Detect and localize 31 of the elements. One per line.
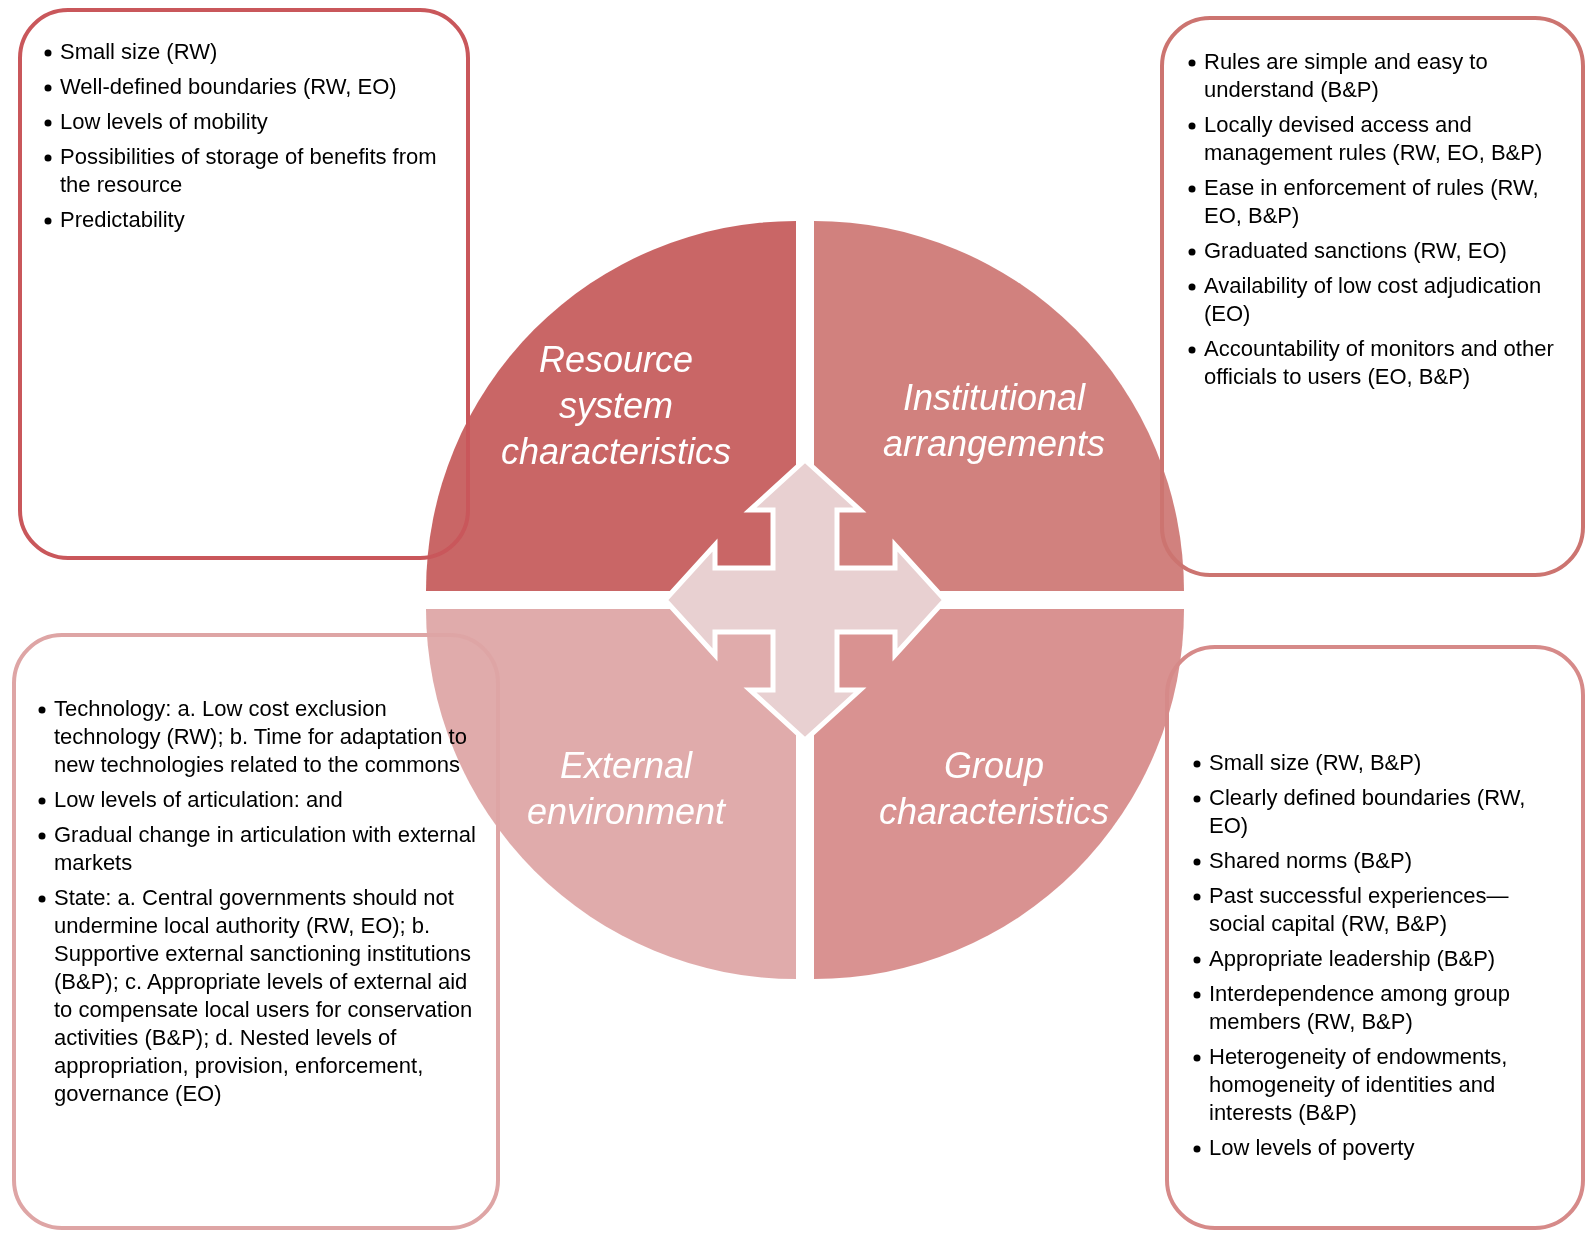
- bullet-text: Small size (RW, B&P): [1209, 750, 1422, 775]
- text-panel: [1165, 645, 1585, 1230]
- bullet-text: Accountability of monitors and other officials to users (EO, B&P): [1204, 336, 1554, 389]
- bullet-text: Predictability: [60, 207, 185, 232]
- segment-title: External environment: [525, 744, 728, 834]
- text-panel: [1160, 16, 1585, 577]
- bullet-text: Clearly defined boundaries (RW, EO): [1209, 785, 1526, 838]
- segment-title: Resource system characteristics: [499, 338, 733, 474]
- bullet-text: Low levels of articulation: and: [54, 787, 343, 812]
- bullet-text: Technology: a. Low cost exclusion technology (RW); b. Time for adaptation to new technologies related to the commons: [54, 696, 467, 777]
- text-panel: [12, 633, 500, 1230]
- bullet-text: Low levels of poverty: [1209, 1135, 1415, 1160]
- bullet-text: State: a. Central governments should not undermine local authority (RW, EO); b. Supportive external sanctioning institutions (B&P); c. Appropriate levels of external aid to compensate local users for conservation activities (B&P); d. Nested levels of appropriation, provision, enforcement, governance (EO): [54, 885, 473, 1106]
- bullet-text: Graduated sanctions (RW, EO): [1204, 238, 1507, 263]
- bullet-text: Shared norms (B&P): [1209, 848, 1412, 873]
- bullet-text: Low levels of mobility: [60, 109, 268, 134]
- bullet-text: Appropriate leadership (B&P): [1209, 946, 1496, 971]
- bullet-text: Well-defined boundaries (RW, EO): [60, 74, 397, 99]
- bullet-text: Interdependence among group members (RW, B&P): [1209, 981, 1510, 1034]
- segment-title: Group characteristics: [877, 744, 1111, 834]
- bullet-text: Past successful experiences—social capital (RW, B&P): [1209, 883, 1509, 936]
- bullet-text: Small size (RW): [60, 39, 218, 64]
- bullet-text: Locally devised access and management rules (RW, EO, B&P): [1204, 112, 1543, 165]
- bullet-text: Possibilities of storage of benefits from the resource: [60, 144, 437, 197]
- bullet-text: Gradual change in articulation with external markets: [54, 822, 476, 875]
- bullet-text: Availability of low cost adjudication (EO): [1204, 273, 1542, 326]
- bullet-text: Rules are simple and easy to understand (B&P): [1204, 49, 1488, 102]
- segment-title: Institutional arrangements: [881, 376, 1107, 466]
- text-panel: [18, 8, 470, 560]
- bullet-text: Heterogeneity of endowments, homogeneity of identities and interests (B&P): [1209, 1044, 1508, 1125]
- bullet-text: Ease in enforcement of rules (RW, EO, B&P): [1204, 175, 1539, 228]
